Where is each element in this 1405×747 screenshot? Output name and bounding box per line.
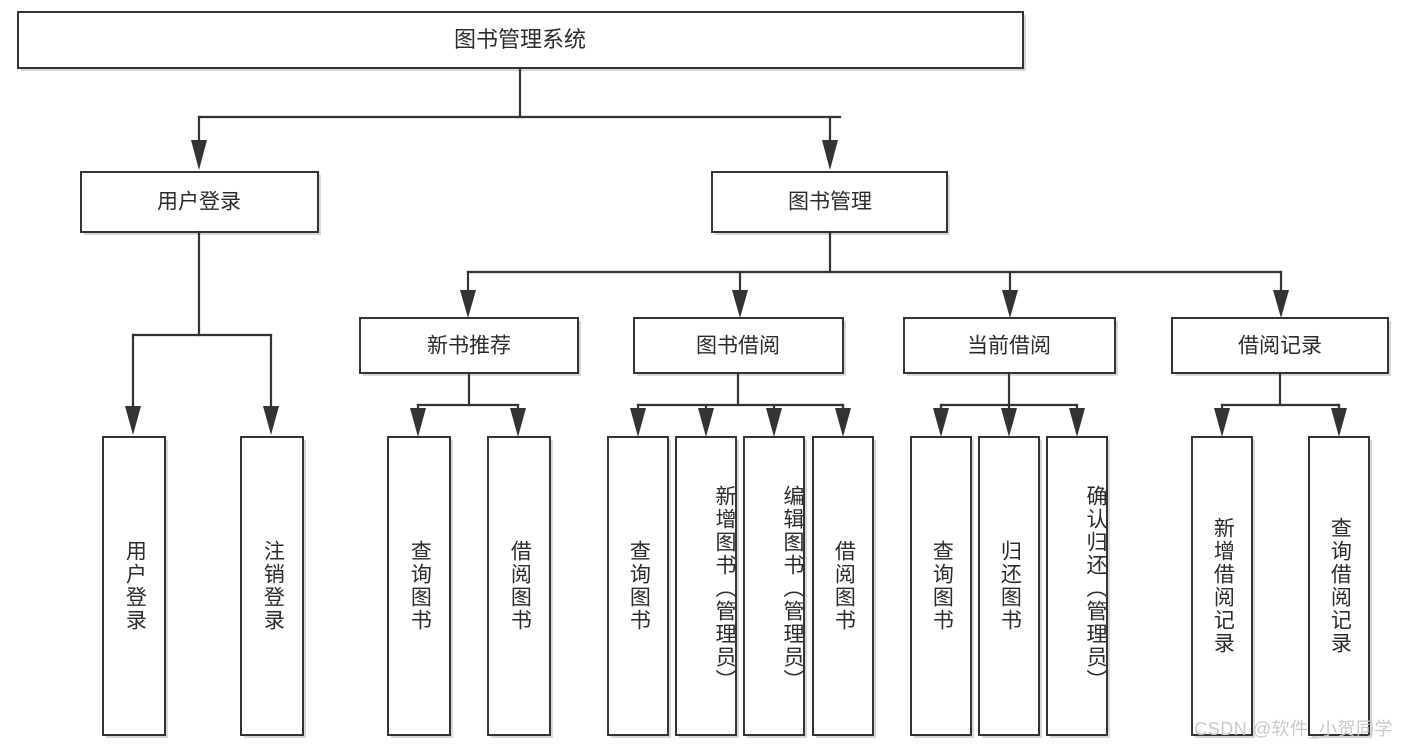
current-borrow-node-box[interactable] [903, 317, 1116, 374]
current-borrow-node-label: 当前借阅 [967, 335, 1051, 358]
arrow-leaf-logout [263, 406, 279, 435]
user-login-node-box[interactable] [80, 171, 319, 233]
leaf-box-borrow-lend[interactable] [812, 436, 874, 736]
arrow-leaf-current-borrow-2 [1001, 408, 1017, 437]
leaf-box-logout[interactable] [240, 436, 304, 736]
book-manage-node-box[interactable] [711, 171, 948, 233]
new-book-node-label: 新书推荐 [427, 335, 511, 358]
leaf-box-borrow-edit[interactable] [743, 436, 805, 736]
root-node-box[interactable] [17, 11, 1024, 69]
book-manage-node-label: 图书管理 [788, 191, 872, 214]
arrow-borrow-record [1273, 290, 1289, 318]
arrow-leaf-book-borrow-1 [630, 408, 646, 437]
arrow-book-borrow [732, 290, 748, 318]
arrow-current-borrow [1002, 290, 1018, 318]
root-node-label: 图书管理系统 [454, 27, 586, 52]
leaf-box-newbook-borrow[interactable] [487, 436, 551, 736]
arrow-leaf-book-borrow-3 [766, 408, 782, 437]
leaf-box-newbook-query[interactable] [387, 436, 451, 736]
new-book-node-box[interactable] [359, 317, 579, 374]
user-login-node-label: 用户登录 [157, 191, 241, 214]
leaf-box-current-return[interactable] [978, 436, 1040, 736]
borrow-record-node-box[interactable] [1171, 317, 1389, 374]
arrow-leaf-borrow-record-1 [1214, 408, 1230, 437]
arrow-leaf-book-borrow-4 [835, 408, 851, 437]
arrow-book-manage [822, 140, 838, 170]
csdn-watermark: CSDN @软件_小贺同学 [1194, 719, 1393, 739]
leaf-box-borrow-query[interactable] [607, 436, 669, 736]
leaf-box-record-add[interactable] [1191, 436, 1253, 736]
book-borrow-node-label: 图书借阅 [696, 335, 780, 358]
arrow-user-login [191, 140, 207, 170]
leaf-box-current-query[interactable] [910, 436, 972, 736]
arrow-leaf-current-borrow-3 [1069, 408, 1085, 437]
arrow-leaf-user-login [125, 406, 141, 435]
leaf-box-record-query[interactable] [1308, 436, 1370, 736]
leaf-box-user-login[interactable] [102, 436, 166, 736]
leaf-box-borrow-add[interactable] [675, 436, 737, 736]
arrow-leaf-new-book-2 [510, 408, 526, 437]
arrow-leaf-borrow-record-2 [1331, 408, 1347, 437]
leaf-box-current-confirm[interactable] [1046, 436, 1108, 736]
arrow-leaf-current-borrow-1 [933, 408, 949, 437]
arrow-new-book [460, 290, 476, 318]
arrow-leaf-new-book-1 [410, 408, 426, 437]
borrow-record-node-label: 借阅记录 [1238, 335, 1322, 358]
arrow-leaf-book-borrow-2 [698, 408, 714, 437]
